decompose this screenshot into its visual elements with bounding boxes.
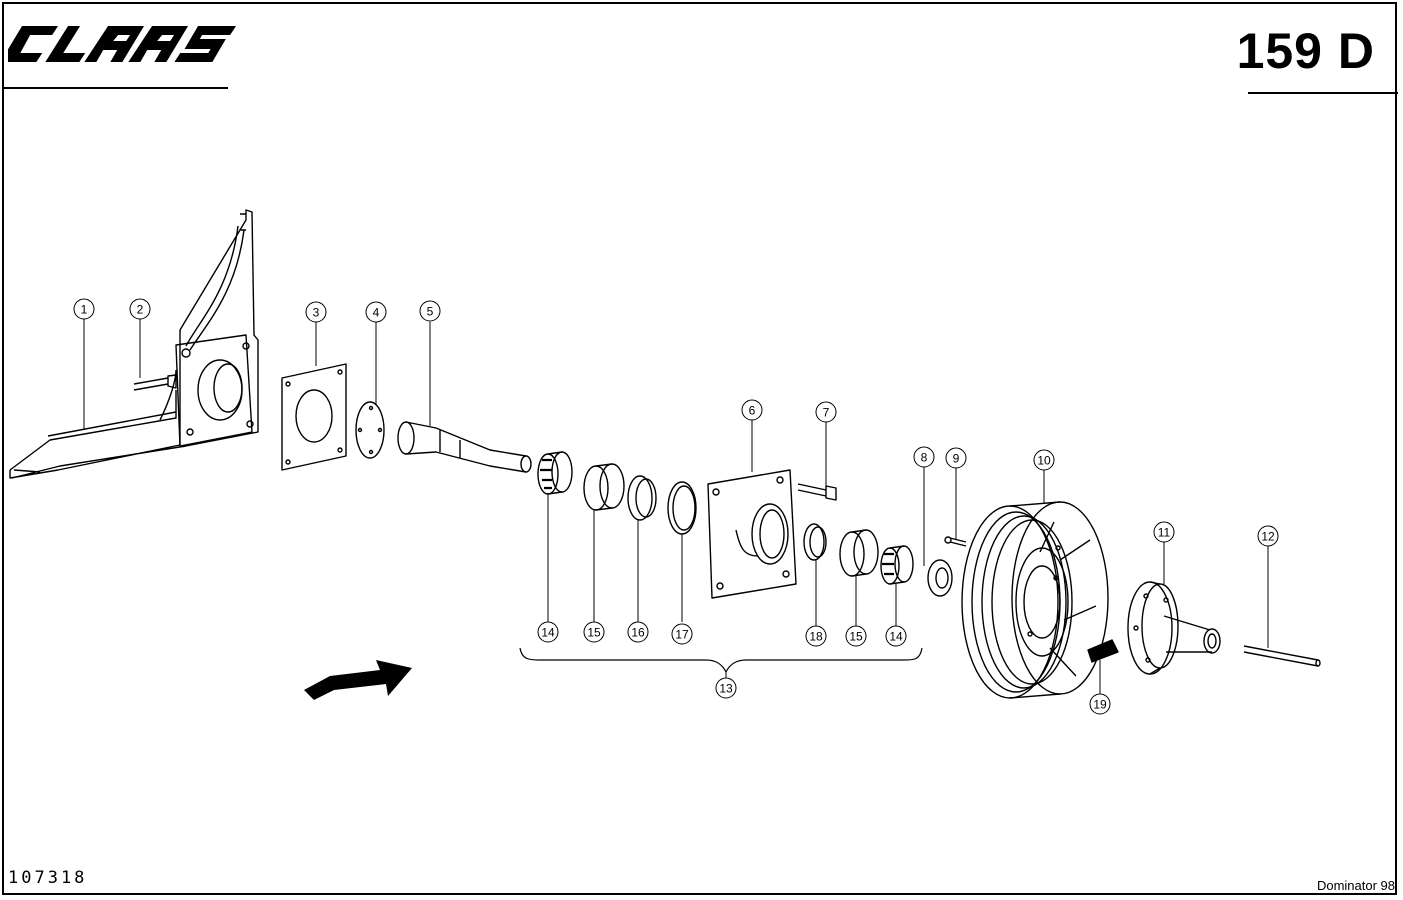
callout-number: 14 [541,626,555,640]
callout-c15b: 15 [845,625,867,647]
callout-number: 6 [749,404,756,418]
callout-c2: 2 [129,298,151,320]
callout-c6: 6 [741,399,763,421]
part-bolt-small [133,374,177,391]
callout-c1: 1 [73,298,95,320]
callout-number: 2 [137,303,144,317]
callout-circle [805,625,827,647]
callout-circle [365,301,387,323]
callout-circle [945,447,967,469]
callout-number: 10 [1037,454,1051,468]
callout-number: 14 [889,630,903,644]
callout-circle [305,301,327,323]
callout-c14b: 14 [885,625,907,647]
callout-number: 7 [823,406,830,420]
part-bearing-ring-right [839,529,879,577]
callout-circle [741,399,763,421]
callout-circle [1089,693,1111,715]
callout-number: 16 [631,626,645,640]
drawing-number: 107318 [8,868,88,888]
callout-c8: 8 [913,446,935,468]
callout-c14a: 14 [537,621,559,643]
callout-circle [671,623,693,645]
callout-c11: 11 [1153,521,1175,543]
part-side-wall-bracket [9,209,259,479]
callout-number: 13 [719,682,733,696]
part-circlip [667,481,697,535]
callout-circle [885,625,907,647]
callout-c5: 5 [419,300,441,322]
callout-number: 19 [1093,698,1107,712]
callout-circle [913,446,935,468]
part-key [1087,639,1119,663]
callout-circle [419,300,441,322]
part-seal-ring [627,475,657,521]
callout-circle [845,625,867,647]
callout-number: 8 [921,451,928,465]
logo-underline [4,87,228,89]
leader-lines [83,319,1269,694]
callout-number: 5 [427,305,434,319]
callout-number: 12 [1261,530,1275,544]
callout-circle [1257,525,1279,547]
part-screw [944,536,967,547]
callout-c7: 7 [815,401,837,423]
callout-circle [73,298,95,320]
callout-circle [129,298,151,320]
callout-c10: 10 [1033,449,1055,471]
callout-c18: 18 [805,625,827,647]
part-spacer-ring [803,523,827,561]
group-bracket-13 [519,647,923,678]
callout-circle [815,401,837,423]
callout-circle [537,621,559,643]
part-bolt [797,483,837,501]
part-stub-shaft [397,421,532,473]
callout-number: 18 [809,630,823,644]
arrow-right-icon [304,660,412,700]
callout-number: 4 [373,306,380,320]
page-code-underline [1248,92,1398,94]
model-name: Dominator 98 [1316,878,1395,893]
callout-c17: 17 [671,623,693,645]
part-hub-flange [1127,581,1221,675]
callout-number: 3 [313,306,320,320]
callout-number: 17 [675,628,689,642]
callout-circle [1153,521,1175,543]
callout-c9: 9 [945,447,967,469]
callout-c16: 16 [627,621,649,643]
callout-c12: 12 [1257,525,1279,547]
callout-circle [715,677,737,699]
callout-c19: 19 [1089,693,1111,715]
callout-c13: 13 [715,677,737,699]
callout-circle [1033,449,1055,471]
claas-logo [8,26,237,62]
part-needle-bearing-right [880,545,914,585]
part-bearing-housing [707,469,797,599]
part-gasket-plate [281,363,347,471]
part-needle-bearing-left [537,451,573,495]
callout-number: 15 [587,626,601,640]
part-v-belt-pulley [961,501,1109,699]
callout-number: 1 [81,303,88,317]
callout-c4: 4 [365,301,387,323]
part-pin [1243,645,1321,667]
callout-circle [627,621,649,643]
callout-c15a: 15 [583,621,605,643]
callout-circle [583,621,605,643]
callout-number: 15 [849,630,863,644]
callout-number: 9 [953,452,960,466]
callout-number: 11 [1158,526,1171,540]
page-code: 159 D [1236,23,1375,79]
callout-c3: 3 [305,301,327,323]
part-bearing-ring-left [583,463,625,511]
part-washer [927,559,953,597]
part-disc-shim [355,401,385,459]
